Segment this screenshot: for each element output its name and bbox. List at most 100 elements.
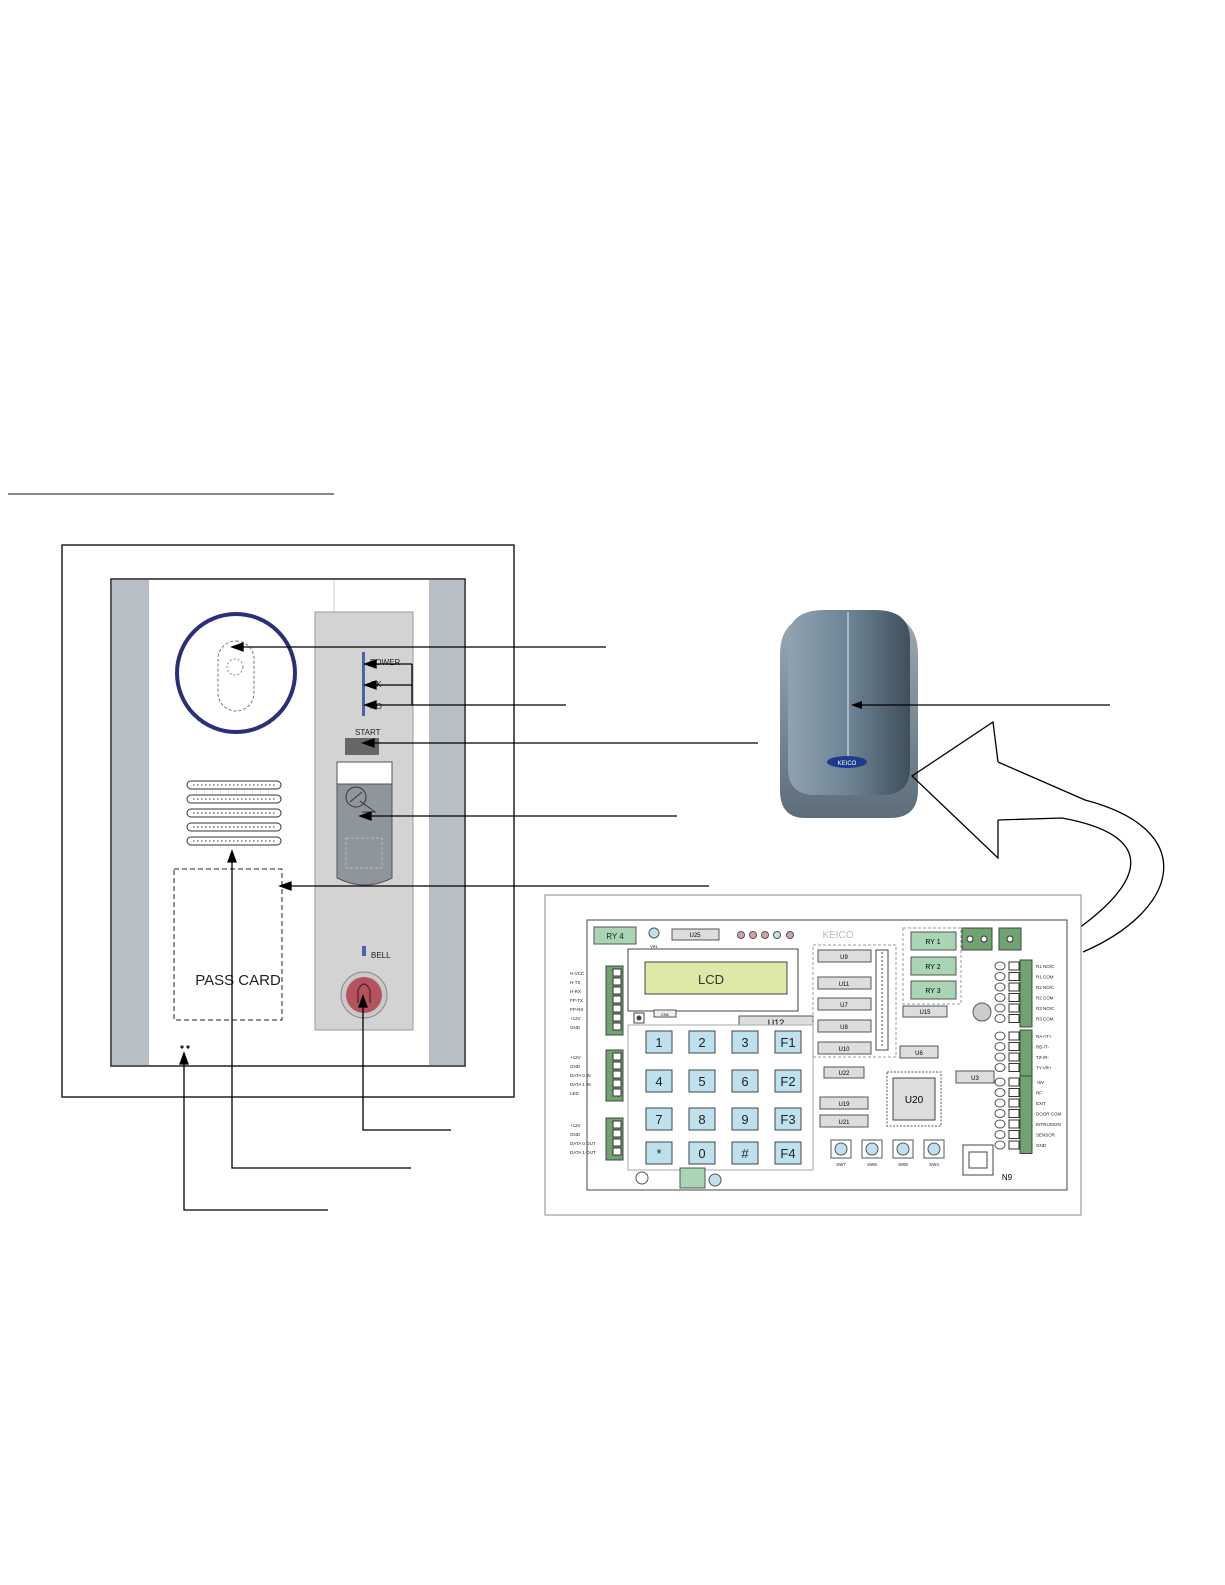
- keypad-key[interactable]: 4: [645, 1069, 673, 1093]
- keypad-key[interactable]: F3: [774, 1107, 802, 1131]
- rj45-jack: [962, 1144, 994, 1176]
- chip-u6: [899, 1045, 939, 1059]
- terminal-label: EXIT: [1036, 1101, 1046, 1106]
- lcd-screen: [644, 961, 788, 995]
- chip-u11-label: U11: [839, 982, 850, 988]
- keypad-key[interactable]: F2: [774, 1069, 802, 1093]
- trim-pot: [648, 927, 660, 939]
- terminal-label: R3 NO/C: [1036, 1006, 1055, 1011]
- terminal-label: GND: [570, 1132, 581, 1137]
- chip-u11: [817, 976, 872, 990]
- chip-group-outline: [812, 944, 897, 1058]
- callout-speaker: [231, 858, 411, 1169]
- rotary-switch[interactable]: SW5: [892, 1139, 914, 1167]
- chip-u25: [671, 928, 720, 941]
- bell-button[interactable]: [346, 977, 382, 1013]
- keypad-key-label: *: [656, 1146, 661, 1161]
- fingerprint-finger-icon: [349, 791, 377, 813]
- indicator-leds: [737, 931, 794, 939]
- buzzer: [972, 1002, 992, 1022]
- keypad-key[interactable]: 7: [645, 1107, 673, 1131]
- chip-u15: [902, 1005, 948, 1018]
- terminal-block: +5V RF EXIT DOOR COM INTRUSION SENSOR GND: [994, 1075, 1062, 1154]
- keypad-key-label: 0: [698, 1146, 705, 1161]
- rotary-switch[interactable]: SW6: [861, 1139, 883, 1167]
- camera-lens-ring: [175, 612, 297, 734]
- chip-u19-label: U19: [838, 1102, 850, 1108]
- start-label: START: [355, 728, 381, 737]
- keypad-key-label: 8: [698, 1112, 705, 1127]
- keypad-key[interactable]: 0: [688, 1141, 716, 1165]
- fingerprint-reader-top: [336, 761, 393, 785]
- terminal-label: RB-/T-: [1036, 1045, 1050, 1050]
- terminal-label: +12V: [570, 1055, 581, 1060]
- rotary-switch-label: SW6: [867, 1162, 877, 1167]
- terminal-label: GND: [1036, 1143, 1047, 1148]
- terminal-label: DATA 0 IN: [570, 1073, 591, 1078]
- chip-u20-label: U20: [905, 1095, 924, 1106]
- relay-ry4-label: RY 4: [606, 932, 624, 941]
- terminal-label: TZ-/R-: [1036, 1055, 1049, 1060]
- terminal-label: R2 NO/C: [1036, 985, 1055, 990]
- chip-u6-label: U6: [915, 1051, 923, 1057]
- keypad-key[interactable]: F4: [774, 1141, 802, 1165]
- keypad-key[interactable]: F1: [774, 1030, 802, 1054]
- callout-microphone: [183, 1060, 328, 1211]
- terminal-label: INTRUSION: [1036, 1122, 1061, 1127]
- connector-n9-label: N9: [1002, 1173, 1013, 1182]
- terminal-label: RF: [1036, 1091, 1042, 1096]
- relay-ry3-label: RY 3: [925, 988, 940, 995]
- terminal-label: DATA 1 OUT: [570, 1150, 596, 1155]
- terminal-label: DOOR COM: [1036, 1112, 1062, 1117]
- terminal-label: SENSOR: [1036, 1133, 1056, 1138]
- keypad-key[interactable]: 6: [731, 1069, 759, 1093]
- keypad-key-label: 9: [741, 1112, 748, 1127]
- keypad-key-label: 2: [698, 1035, 705, 1050]
- terminal-label: GND: [570, 1064, 581, 1069]
- terminal-label: H-TX: [570, 980, 581, 985]
- panel-right-rail: [429, 580, 464, 1065]
- keypad-key[interactable]: 3: [731, 1030, 759, 1054]
- terminal-label: R2 COM: [1036, 996, 1054, 1001]
- chip-column: U9 U11 U7 U8 U10 U22 U19 U21: [812, 944, 897, 1128]
- terminal-label: +5V: [1036, 1080, 1044, 1085]
- chip-u7: [817, 997, 872, 1011]
- pass-card-label: PASS CARD: [195, 972, 281, 989]
- camera-lens-icon: [226, 658, 244, 676]
- rotary-switch[interactable]: SW7: [830, 1139, 852, 1167]
- chip-u7-label: U7: [840, 1003, 848, 1009]
- microphone-hole: [180, 1045, 184, 1049]
- rotary-switch-label: SW7: [836, 1162, 846, 1167]
- terminal-block: RA+/T+RB-/T-TZ-/R-TY+/R+: [994, 1029, 1052, 1077]
- bell-led: [362, 946, 366, 956]
- chip-u21: [819, 1114, 869, 1128]
- terminal-label: GND: [570, 1025, 581, 1030]
- keypad-key-label: 1: [655, 1035, 662, 1050]
- keypad-key[interactable]: 9: [731, 1107, 759, 1131]
- keypad-key[interactable]: 2: [688, 1030, 716, 1054]
- keypad-key[interactable]: 1: [645, 1030, 673, 1054]
- relay-ry2-label: RY 2: [925, 964, 940, 971]
- fingerprint-icon: [345, 786, 367, 808]
- keypad-key[interactable]: *: [645, 1141, 673, 1165]
- keypad-key[interactable]: 8: [688, 1107, 716, 1131]
- rotary-switch-label: SW5: [898, 1162, 908, 1167]
- microphone-hole: [186, 1045, 190, 1049]
- chip-u22-label: U22: [838, 1071, 850, 1077]
- terminal-label: H-RX: [570, 989, 581, 994]
- rotary-switch[interactable]: SW4: [923, 1139, 945, 1167]
- trim-pot-label: VR1: [650, 944, 659, 949]
- pin-header: [875, 949, 889, 1051]
- terminal-label: H-VCC: [570, 971, 585, 976]
- keypad-key-label: F2: [780, 1074, 795, 1089]
- bottom-terminal: [679, 1167, 706, 1189]
- keypad-key[interactable]: 5: [688, 1069, 716, 1093]
- terminal-label: DATA 0 OUT: [570, 1141, 596, 1146]
- keypad-key[interactable]: #: [731, 1141, 759, 1165]
- board-brand: KEICO: [822, 930, 853, 941]
